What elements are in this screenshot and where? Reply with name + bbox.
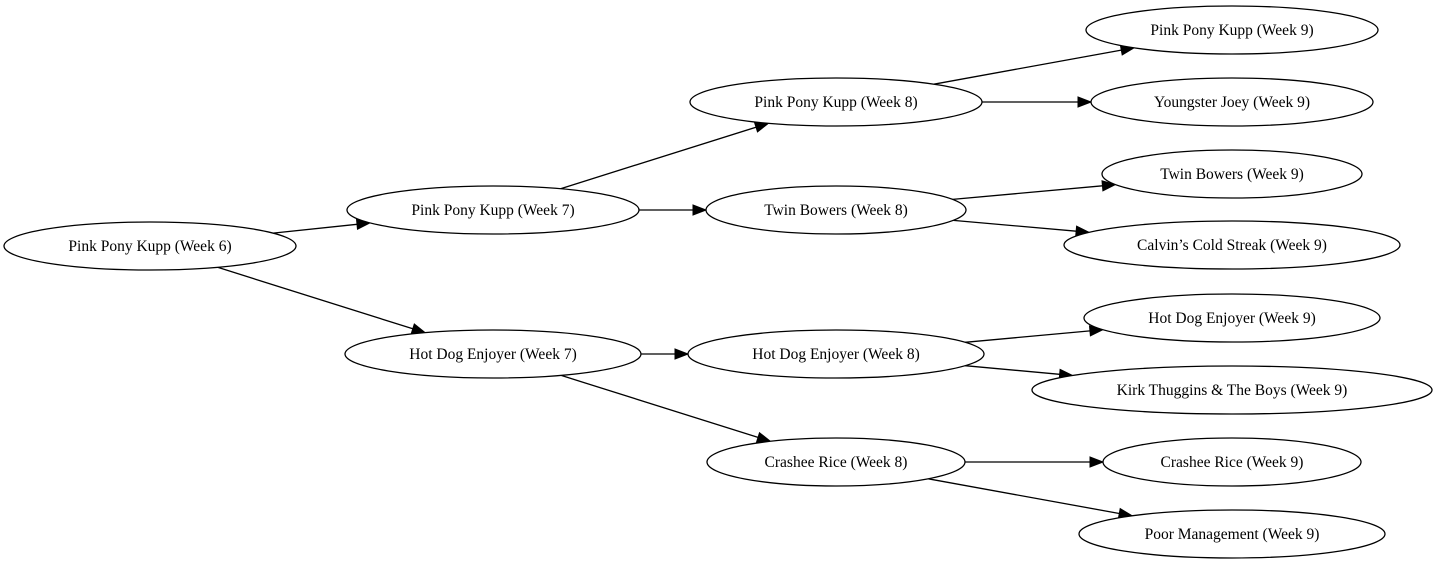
edge-w7_hde-to-w8_cr <box>560 374 772 443</box>
edge-line <box>933 49 1122 85</box>
edge-w7_hde-to-w8_hde <box>641 348 690 360</box>
node-ellipse <box>3 221 297 271</box>
edge-w8_hde-to-w9_kt <box>965 365 1074 380</box>
arrowhead-icon <box>692 204 708 216</box>
node-label: Poor Management (Week 9) <box>1145 526 1320 543</box>
edge-line <box>273 223 358 234</box>
arrowhead-icon <box>1089 456 1105 468</box>
node-hot-dog-enjoyer-week-8: Hot Dog Enjoyer (Week 8) <box>687 329 985 379</box>
edge-line <box>953 219 1077 232</box>
arrowhead-icon <box>674 348 690 360</box>
edge-line <box>560 374 759 439</box>
node-ellipse <box>344 329 642 379</box>
node-ellipse <box>705 185 967 235</box>
node-pink-pony-kupp-week-6: Pink Pony Kupp (Week 6) <box>3 221 297 271</box>
node-pink-pony-kupp-week-7: Pink Pony Kupp (Week 7) <box>346 185 640 235</box>
node-label: Youngster Joey (Week 9) <box>1154 94 1310 111</box>
node-label: Pink Pony Kupp (Week 6) <box>68 238 231 255</box>
arrowhead-icon <box>1077 96 1093 108</box>
node-label: Hot Dog Enjoyer (Week 7) <box>409 346 576 363</box>
node-kirk-thuggins-and-the-boys-week-9: Kirk Thuggins & The Boys (Week 9) <box>1031 365 1433 415</box>
edges-layer <box>217 44 1136 520</box>
edge-line <box>965 365 1060 375</box>
nodes-layer: Pink Pony Kupp (Week 6) Pink Pony Kupp (W… <box>3 5 1433 559</box>
edge-w8_tb-to-w9_ccs <box>953 219 1091 237</box>
edge-line <box>560 126 757 190</box>
node-label: Crashee Rice (Week 9) <box>1161 454 1304 471</box>
node-ellipse <box>1063 220 1401 270</box>
edge-w8_tb-to-w9_tb <box>952 180 1117 201</box>
edge-line <box>217 266 413 330</box>
edge-line <box>928 478 1120 515</box>
edge-line <box>965 330 1091 343</box>
node-twin-bowers-week-9: Twin Bowers (Week 9) <box>1101 149 1363 199</box>
edge-w7_ppk-to-w8_tb <box>639 204 708 216</box>
arrowhead-icon <box>755 431 772 443</box>
node-ellipse <box>1078 509 1386 559</box>
node-calvins-cold-streak-week-9: Calvin’s Cold Streak (Week 9) <box>1063 220 1401 270</box>
node-label: Pink Pony Kupp (Week 7) <box>411 202 574 219</box>
node-crashee-rice-week-9: Crashee Rice (Week 9) <box>1102 437 1362 487</box>
edge-w8_ppk-to-w9_ppk <box>933 44 1136 85</box>
node-youngster-joey-week-9: Youngster Joey (Week 9) <box>1090 77 1374 127</box>
node-label: Hot Dog Enjoyer (Week 8) <box>752 346 919 363</box>
node-pink-pony-kupp-week-8: Pink Pony Kupp (Week 8) <box>689 77 983 127</box>
edge-w8_ppk-to-w9_yj <box>982 96 1093 108</box>
node-label: Crashee Rice (Week 8) <box>765 454 908 471</box>
node-poor-management-week-9: Poor Management (Week 9) <box>1078 509 1386 559</box>
edge-w8_cr-to-w9_pm <box>928 478 1134 520</box>
node-label: Pink Pony Kupp (Week 9) <box>1150 22 1313 39</box>
edge-w6_ppk-to-w7_hde <box>217 266 427 335</box>
node-label: Twin Bowers (Week 8) <box>764 202 908 219</box>
edge-w6_ppk-to-w7_ppk <box>273 218 372 234</box>
node-ellipse <box>706 437 966 487</box>
node-label: Calvin’s Cold Streak (Week 9) <box>1137 237 1327 254</box>
node-ellipse <box>1031 365 1433 415</box>
edge-w8_cr-to-w9_cr <box>965 456 1105 468</box>
node-label: Pink Pony Kupp (Week 8) <box>754 94 917 111</box>
arrowhead-icon <box>753 121 770 133</box>
edge-w8_hde-to-w9_hde <box>965 325 1105 343</box>
edge-line <box>952 185 1103 201</box>
node-label: Hot Dog Enjoyer (Week 9) <box>1148 310 1315 327</box>
arrowhead-icon <box>1101 180 1117 192</box>
node-twin-bowers-week-8: Twin Bowers (Week 8) <box>705 185 967 235</box>
node-ellipse <box>689 77 983 127</box>
node-ellipse <box>1085 5 1379 55</box>
node-crashee-rice-week-8: Crashee Rice (Week 8) <box>706 437 966 487</box>
arrowhead-icon <box>410 323 427 335</box>
node-label: Twin Bowers (Week 9) <box>1160 166 1304 183</box>
node-ellipse <box>1090 77 1374 127</box>
edge-w7_ppk-to-w8_ppk <box>560 121 770 190</box>
node-hot-dog-enjoyer-week-7: Hot Dog Enjoyer (Week 7) <box>344 329 642 379</box>
node-ellipse <box>1083 293 1381 343</box>
node-pink-pony-kupp-week-9: Pink Pony Kupp (Week 9) <box>1085 5 1379 55</box>
node-label: Kirk Thuggins & The Boys (Week 9) <box>1117 382 1348 399</box>
node-ellipse <box>346 185 640 235</box>
node-ellipse <box>687 329 985 379</box>
node-ellipse <box>1101 149 1363 199</box>
node-ellipse <box>1102 437 1362 487</box>
node-hot-dog-enjoyer-week-9: Hot Dog Enjoyer (Week 9) <box>1083 293 1381 343</box>
